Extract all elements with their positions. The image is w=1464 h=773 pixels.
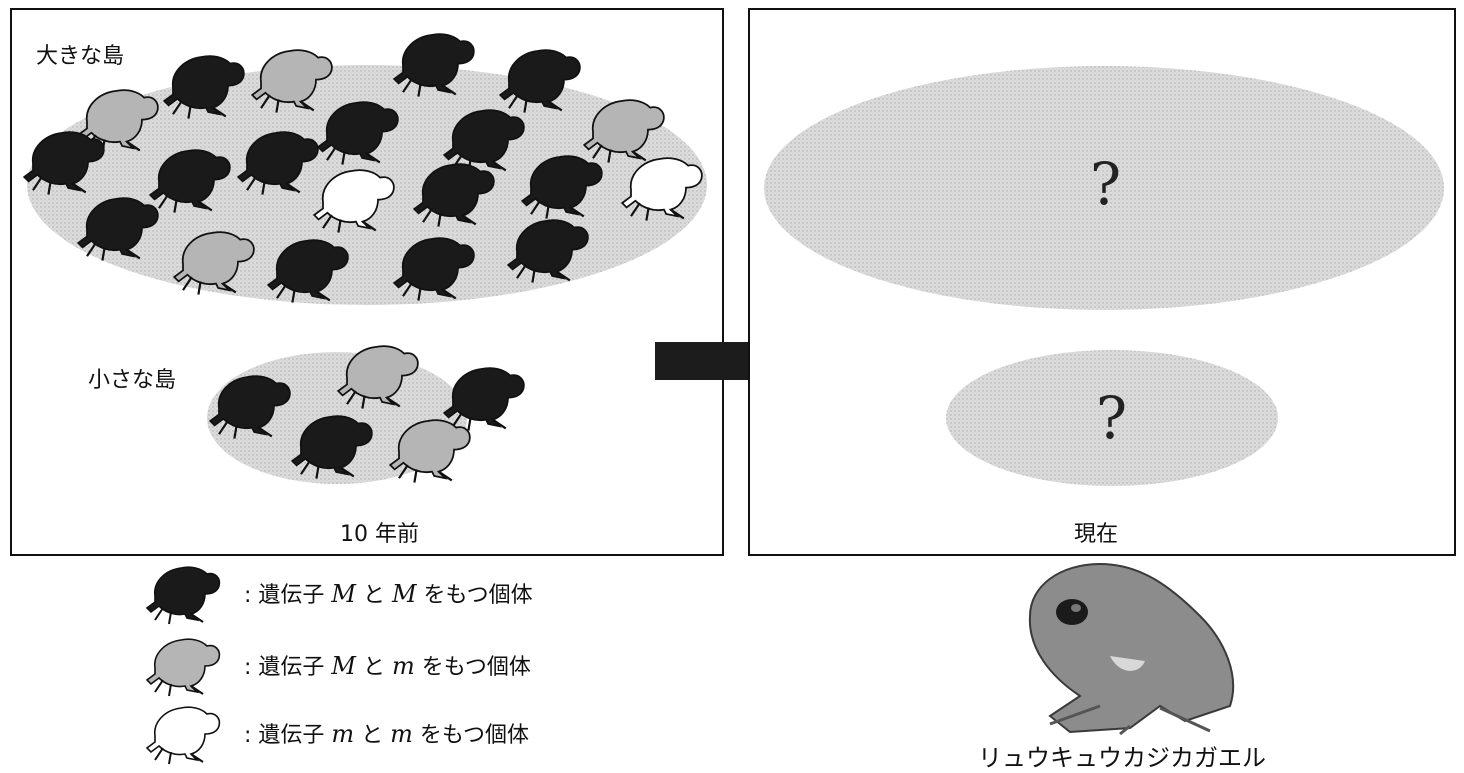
frog-MM-22: [443, 367, 525, 432]
now-scene: [764, 66, 1444, 486]
legend-text-mm: : 遺伝子 m と m をもつ個体: [244, 720, 530, 748]
legend-row-MM: : 遺伝子 M と M をもつ個体: [140, 566, 533, 625]
small-island-unknown-mark: ?: [1096, 384, 1128, 452]
large-island-now: [764, 66, 1444, 310]
past-panel: 大きな島 小さな島 10 年前: [10, 8, 724, 556]
past-scene: [23, 33, 707, 484]
frog-mm-icon: [146, 706, 221, 765]
now-panel: ? ? 現在: [748, 8, 1456, 556]
ryukyu-kajika-frog-image: [1028, 562, 1235, 736]
legend-text-Mm: : 遺伝子 M と m をもつ個体: [244, 652, 531, 680]
frog-MM-icon: [146, 566, 221, 625]
now-caption: 現在: [1074, 522, 1119, 547]
small-island-label: 小さな島: [88, 368, 177, 393]
species-caption: リュウキュウカジカガエル: [978, 744, 1266, 772]
small-island-now: [946, 350, 1278, 486]
large-island-unknown-mark: ?: [1090, 150, 1122, 218]
legend-row-Mm: : 遺伝子 M と m をもつ個体: [140, 638, 531, 697]
frog-Mm-icon: [146, 638, 221, 697]
large-island-label: 大きな島: [36, 44, 125, 69]
legend-text-MM: : 遺伝子 M と M をもつ個体: [244, 580, 533, 608]
legend-row-mm: : 遺伝子 m と m をもつ個体: [140, 706, 530, 765]
past-caption: 10 年前: [340, 522, 419, 547]
